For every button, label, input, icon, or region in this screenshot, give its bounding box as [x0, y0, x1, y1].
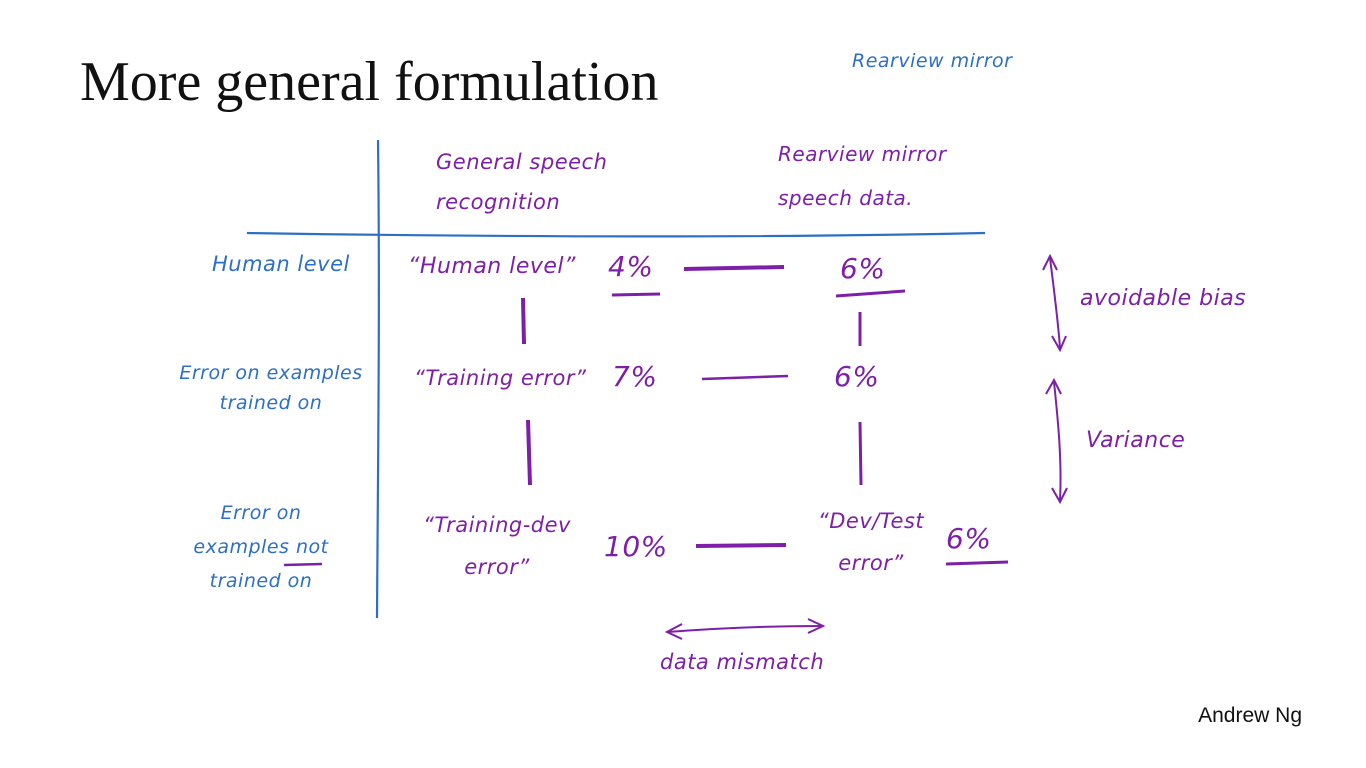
- tick-left-lower: [526, 419, 532, 486]
- annotation-avoidable-bias: avoidable bias: [1080, 286, 1247, 311]
- avoidable-bias-arrow-shaft: [1049, 257, 1061, 349]
- tick-left-upper: [521, 297, 526, 345]
- cell-dev-test-rearview: 6%: [946, 522, 992, 555]
- row-header-not-trained-suffix: trained on: [209, 570, 313, 592]
- cell-human-level-label: “Human level”: [408, 254, 576, 279]
- row-header-not-trained-emph: not: [295, 536, 329, 558]
- row-header-human: Human level: [212, 252, 350, 276]
- column-header-rearview: Rearview mirror speech data.: [778, 142, 947, 210]
- author-name: Andrew Ng: [1198, 704, 1302, 727]
- data-mismatch-arrow-head-left: [664, 623, 683, 640]
- cell-training-dev-label: “Training-dev error”: [423, 513, 571, 579]
- top-note: Rearview mirror: [852, 50, 1013, 72]
- variance-arrow-head-bottom: [1051, 487, 1068, 505]
- variance-arrow-head-top: [1045, 377, 1062, 395]
- data-mismatch-arrow-head-right: [807, 618, 826, 634]
- variance-arrow-shaft: [1053, 381, 1062, 501]
- data-mismatch-arrow-shaft: [667, 625, 823, 633]
- underline-devtest-6pct: [945, 560, 1009, 566]
- cell-training-error-general: 7%: [612, 360, 658, 393]
- cell-training-error-rearview: 6%: [834, 360, 880, 393]
- underline-human-6pct: [835, 289, 906, 298]
- cell-human-level-rearview: 6%: [840, 252, 886, 285]
- horizontal-grid-line: [246, 231, 986, 238]
- slide-title: More general formulation: [80, 51, 659, 113]
- avoidable-bias-arrow-head-bottom: [1051, 335, 1067, 353]
- row-header-trained: Error on examples trained on: [179, 362, 363, 414]
- column-header-general: General speech recognition: [436, 150, 608, 214]
- dash-training-row: [701, 374, 789, 381]
- tick-right-lower: [858, 421, 863, 486]
- cell-training-dev-general: 10%: [604, 530, 668, 563]
- underline-not: [283, 562, 323, 567]
- cell-human-level-general: 4%: [608, 250, 654, 283]
- dash-trainingdev-row: [695, 543, 787, 548]
- dash-human-row: [683, 265, 785, 271]
- annotation-variance: Variance: [1086, 428, 1186, 453]
- annotation-data-mismatch: data mismatch: [660, 650, 825, 674]
- row-header-not-trained: Error on examples not trained on: [172, 496, 350, 598]
- underline-4pct: [611, 292, 661, 297]
- row-header-not-trained-prefix: Error on examples: [193, 502, 302, 558]
- vertical-grid-line: [375, 139, 380, 619]
- cell-dev-test-label: “Dev/Test error”: [817, 509, 925, 575]
- avoidable-bias-arrow-head-top: [1042, 253, 1058, 271]
- cell-training-error-label: “Training error”: [414, 366, 587, 390]
